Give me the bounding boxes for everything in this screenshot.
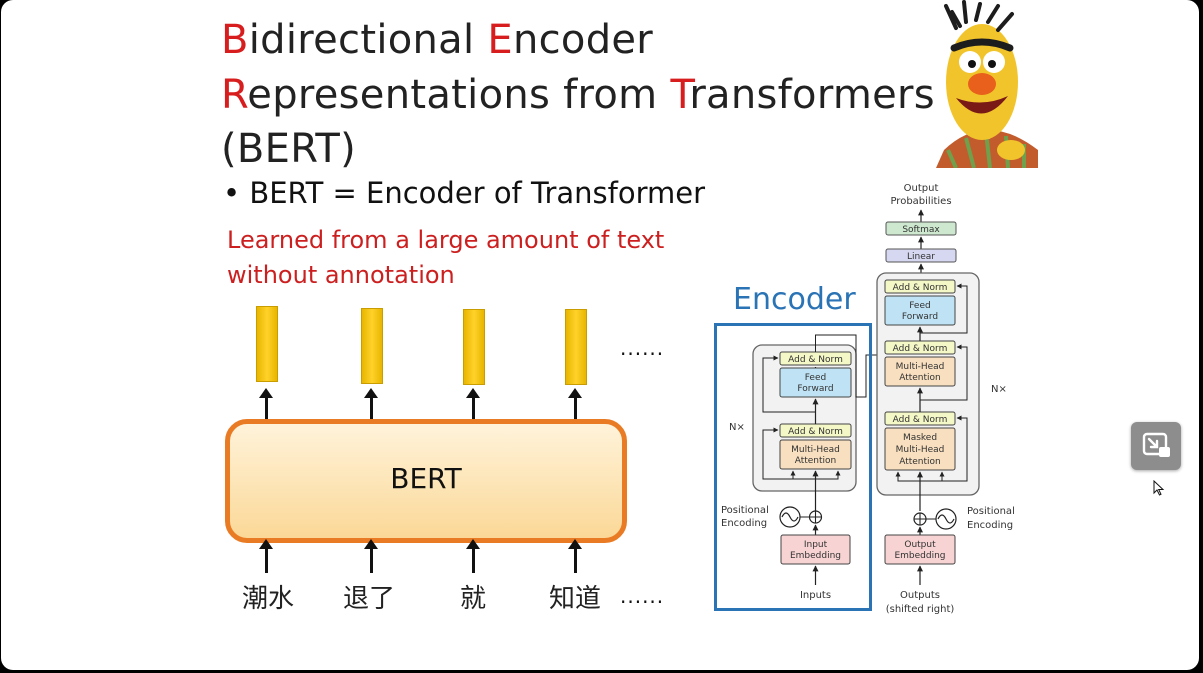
decoder-add-norm-3: [884, 279, 956, 294]
mouse-cursor-icon: [1153, 480, 1165, 496]
input-embedding-block: [780, 534, 851, 565]
decoder-mha-label-1: Multi-Head: [896, 362, 945, 372]
transformer-architecture-diagram: Output Probabilities Softmax Linear Add …: [721, 183, 1015, 615]
arrow-up-icon: [568, 388, 582, 422]
output-ellipsis: ......: [620, 336, 665, 360]
title-initial-r: R: [221, 72, 248, 118]
note-line-1: Learned from a large amount of text: [227, 226, 665, 254]
output-probabilities-label-1: Output: [904, 183, 939, 194]
arrow-up-icon: [466, 388, 480, 422]
decoder-feed-forward-label-1: Feed: [909, 301, 930, 311]
title-word-idirectional: idirectional: [248, 17, 488, 63]
output-embedding-block: [884, 534, 956, 565]
title-line-1: Bidirectional Encoder: [221, 16, 653, 64]
output-probabilities-label-2: Probabilities: [890, 196, 951, 207]
linear-block: [885, 248, 957, 263]
encoder-highlight-label: Encoder: [733, 282, 856, 317]
input-token-3: 就: [460, 584, 487, 614]
decoder-positional-encoding-label-1: Positional: [967, 506, 1015, 517]
output-embedding-label-1: Output: [904, 540, 936, 550]
decoder-multi-head-attention: [884, 356, 956, 387]
softmax-block: [885, 221, 957, 236]
title-initial-b: B: [221, 17, 249, 63]
input-embedding-label-2: Embedding: [790, 551, 841, 561]
decoder-add-norm-1-label: Add & Norm: [893, 415, 948, 425]
input-embedding-label-1: Input: [804, 540, 828, 550]
decoder-masked-mha-label-1: Masked: [903, 433, 937, 443]
bert-box-label: BERT: [390, 462, 462, 495]
encoder-feed-forward-label-2: Forward: [797, 384, 833, 394]
outputs-label-1: Outputs: [900, 590, 940, 601]
arrow-up-icon: [259, 539, 273, 573]
encoder-highlight-frame: [714, 323, 872, 611]
softmax-label: Softmax: [902, 225, 940, 235]
outputs-label-2: (shifted right): [886, 604, 955, 615]
encoder-multi-head-attention: [779, 439, 852, 470]
encoder-add-norm-1-label: Add & Norm: [788, 427, 843, 437]
arrow-up-icon: [568, 539, 582, 573]
exit-picture-in-picture-icon: [1142, 432, 1170, 457]
arrow-up-icon: [466, 539, 480, 573]
bullet-marker: •: [223, 176, 241, 210]
encoder-mha-label-1: Multi-Head: [791, 445, 840, 455]
title-initial-t: T: [670, 72, 690, 118]
arrow-up-icon: [364, 388, 378, 422]
title-initial-e: E: [487, 17, 513, 63]
output-embedding-label-2: Embedding: [894, 551, 945, 561]
decoder-masked-mha-label-3: Attention: [899, 457, 941, 467]
bert-muppet-icon: [936, 0, 1038, 168]
bert-model-box: BERT: [225, 419, 627, 543]
title-line-2: Representations from Transformers: [221, 71, 935, 119]
encoder-feed-forward-label-1: Feed: [805, 373, 826, 383]
encoder-positional-encoding-label-2: Encoding: [721, 518, 767, 529]
bullet-point: • BERT = Encoder of Transformer: [223, 176, 705, 210]
inputs-label: Inputs: [800, 590, 831, 601]
title-word-ncoder: ncoder: [512, 17, 654, 63]
encoder-mha-label-2: Attention: [795, 456, 837, 466]
decoder-masked-multi-head-attention: [884, 427, 956, 471]
decoder-feed-forward-label-2: Forward: [902, 312, 938, 322]
encoder-add-norm-2-label: Add & Norm: [788, 355, 843, 365]
decoder-nx-label: N×: [991, 384, 1007, 395]
input-token-1: 潮水: [242, 584, 295, 614]
decoder-positional-encoding-label-2: Encoding: [967, 520, 1013, 531]
title-word-ransformers: ransformers: [689, 72, 935, 118]
exit-picture-in-picture-button[interactable]: [1131, 422, 1181, 470]
title-word-epresentations: epresentations from: [247, 72, 671, 118]
input-ellipsis: ......: [620, 584, 665, 608]
bullet-text: BERT = Encoder of Transformer: [249, 176, 706, 210]
decoder-add-norm-2-label: Add & Norm: [893, 344, 948, 354]
encoder-positional-encoding-label-1: Positional: [721, 505, 769, 516]
decoder-masked-mha-label-2: Multi-Head: [896, 445, 945, 455]
output-vector-2: [361, 308, 383, 384]
input-token-2: 退了: [343, 584, 396, 614]
decoder-mha-label-2: Attention: [899, 373, 941, 383]
output-vector-3: [463, 309, 485, 385]
encoder-nx-label: N×: [729, 422, 745, 433]
linear-label: Linear: [907, 252, 935, 262]
decoder-add-norm-3-label: Add & Norm: [893, 283, 948, 293]
output-vector-1: [256, 306, 278, 382]
input-token-4: 知道: [549, 584, 602, 614]
note-line-2: without annotation: [227, 261, 455, 289]
decoder-feed-forward: [884, 295, 956, 326]
title-line-3: (BERT): [221, 126, 357, 172]
arrow-up-icon: [259, 388, 273, 422]
arrow-up-icon: [364, 539, 378, 573]
output-vector-4: [565, 309, 587, 385]
